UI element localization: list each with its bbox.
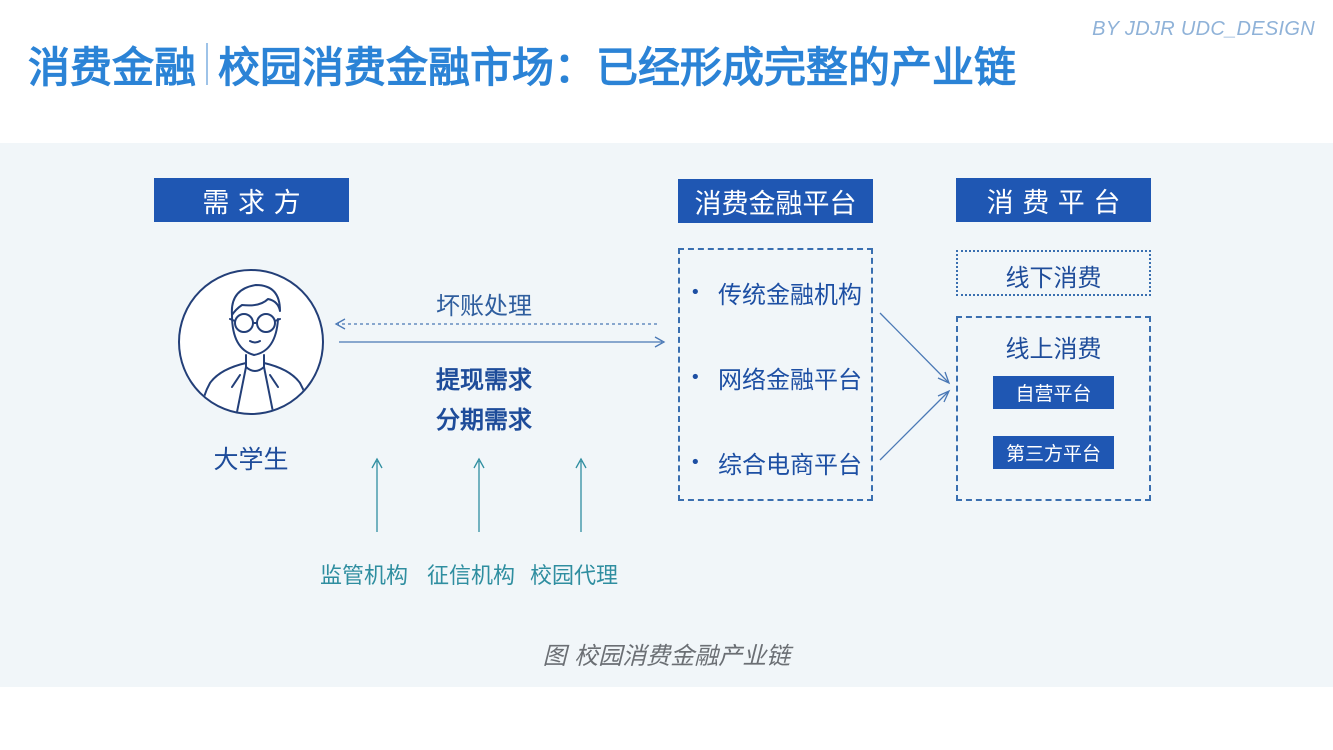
cash-demand-label: 提现需求 [436, 366, 532, 394]
installment-demand-label: 分期需求 [436, 406, 532, 434]
figure-caption: 图 校园消费金融产业链 [542, 642, 791, 670]
third-party-platform-box: 第三方平台 [993, 436, 1114, 469]
student-label: 大学生 [213, 445, 289, 474]
diagram-panel [0, 143, 1333, 687]
consumption-platform-heading: 消 费 平 台 [956, 178, 1151, 222]
student-avatar-drawing [199, 284, 311, 413]
regulator-label: 监管机构 [320, 564, 409, 589]
title-category: 消费金融 [28, 42, 197, 92]
bullet-icon: • [690, 452, 701, 473]
page-title: 消费金融 校园消费金融市场：已经形成完整的产业链 [28, 36, 1016, 92]
online-consumption-label: 线上消费 [1005, 335, 1102, 363]
title-divider [206, 43, 209, 85]
brand-watermark: BY JDJR UDC_DESIGN [1092, 18, 1315, 40]
finance-item-label: 综合电商平台 [718, 451, 862, 479]
finance-item-online: • 网络金融平台 [690, 360, 862, 395]
offline-consumption-label: 线下消费 [1005, 264, 1102, 292]
finance-platform-heading: 消费金融平台 [678, 179, 873, 223]
demand-side-heading: 需 求 方 [154, 178, 349, 222]
bullet-icon: • [690, 282, 701, 303]
title-main: 校园消费金融市场：已经形成完整的产业链 [218, 42, 1017, 92]
campus-agent-label: 校园代理 [530, 564, 619, 589]
credit-bureau-label: 征信机构 [427, 564, 516, 589]
finance-item-ecommerce: • 综合电商平台 [690, 445, 862, 480]
finance-platform-box [678, 248, 873, 501]
bad-debt-label: 坏账处理 [436, 292, 532, 320]
bullet-icon: • [690, 367, 701, 388]
offline-consumption-box [956, 250, 1151, 296]
online-consumption-box [956, 316, 1151, 501]
self-operated-platform-box: 自营平台 [993, 376, 1114, 409]
student-avatar-icon [178, 269, 324, 415]
finance-item-label: 网络金融平台 [718, 366, 862, 394]
finance-item-traditional: • 传统金融机构 [690, 275, 862, 310]
finance-item-label: 传统金融机构 [718, 281, 862, 309]
